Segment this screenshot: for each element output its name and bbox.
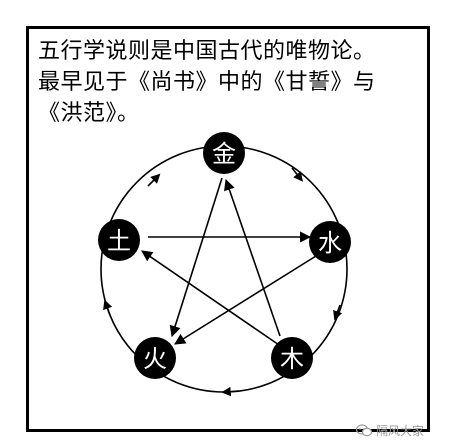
watermark-text: 隔风大家	[376, 423, 425, 438]
caption-line-1: 五行学说则是中国古代的唯物论。	[38, 39, 376, 64]
element-node-water: 水	[309, 221, 351, 263]
element-label-fire: 火	[143, 345, 167, 373]
element-node-earth: 土	[98, 219, 140, 261]
element-label-metal: 金	[212, 140, 236, 168]
diagram-frame	[26, 26, 430, 432]
element-node-metal: 金	[203, 132, 245, 174]
arrow-top-to-bottom-left	[169, 177, 223, 338]
watermark: 隔风大家	[356, 420, 424, 440]
caption-text: 五行学说则是中国古代的唯物论。 最早见于《尚书》中的《甘誓》与 《洪范》。	[38, 36, 418, 129]
cycle-arrow-bottom	[221, 386, 239, 397]
element-node-fire: 火	[134, 337, 176, 379]
element-node-wood: 木	[271, 337, 313, 379]
arrow-right-to-bottom-left	[174, 255, 317, 345]
caption-line-2: 最早见于《尚书》中的《甘誓》与	[38, 70, 376, 95]
caption-line-3: 《洪范》。	[38, 101, 140, 126]
wechat-icon	[356, 423, 372, 436]
element-label-wood: 木	[280, 345, 304, 373]
element-label-water: 水	[318, 229, 342, 257]
arrow-bottom-right-to-left	[141, 250, 283, 348]
cycle-arrow-top-left	[147, 173, 161, 187]
arrow-bottom-right-to-top	[224, 178, 281, 337]
cycle-arrow-top-right	[291, 167, 303, 182]
cycle-arrow-right-lower	[333, 304, 343, 321]
element-label-earth: 土	[107, 227, 131, 255]
cycle-arrow-left-lower	[103, 299, 113, 316]
